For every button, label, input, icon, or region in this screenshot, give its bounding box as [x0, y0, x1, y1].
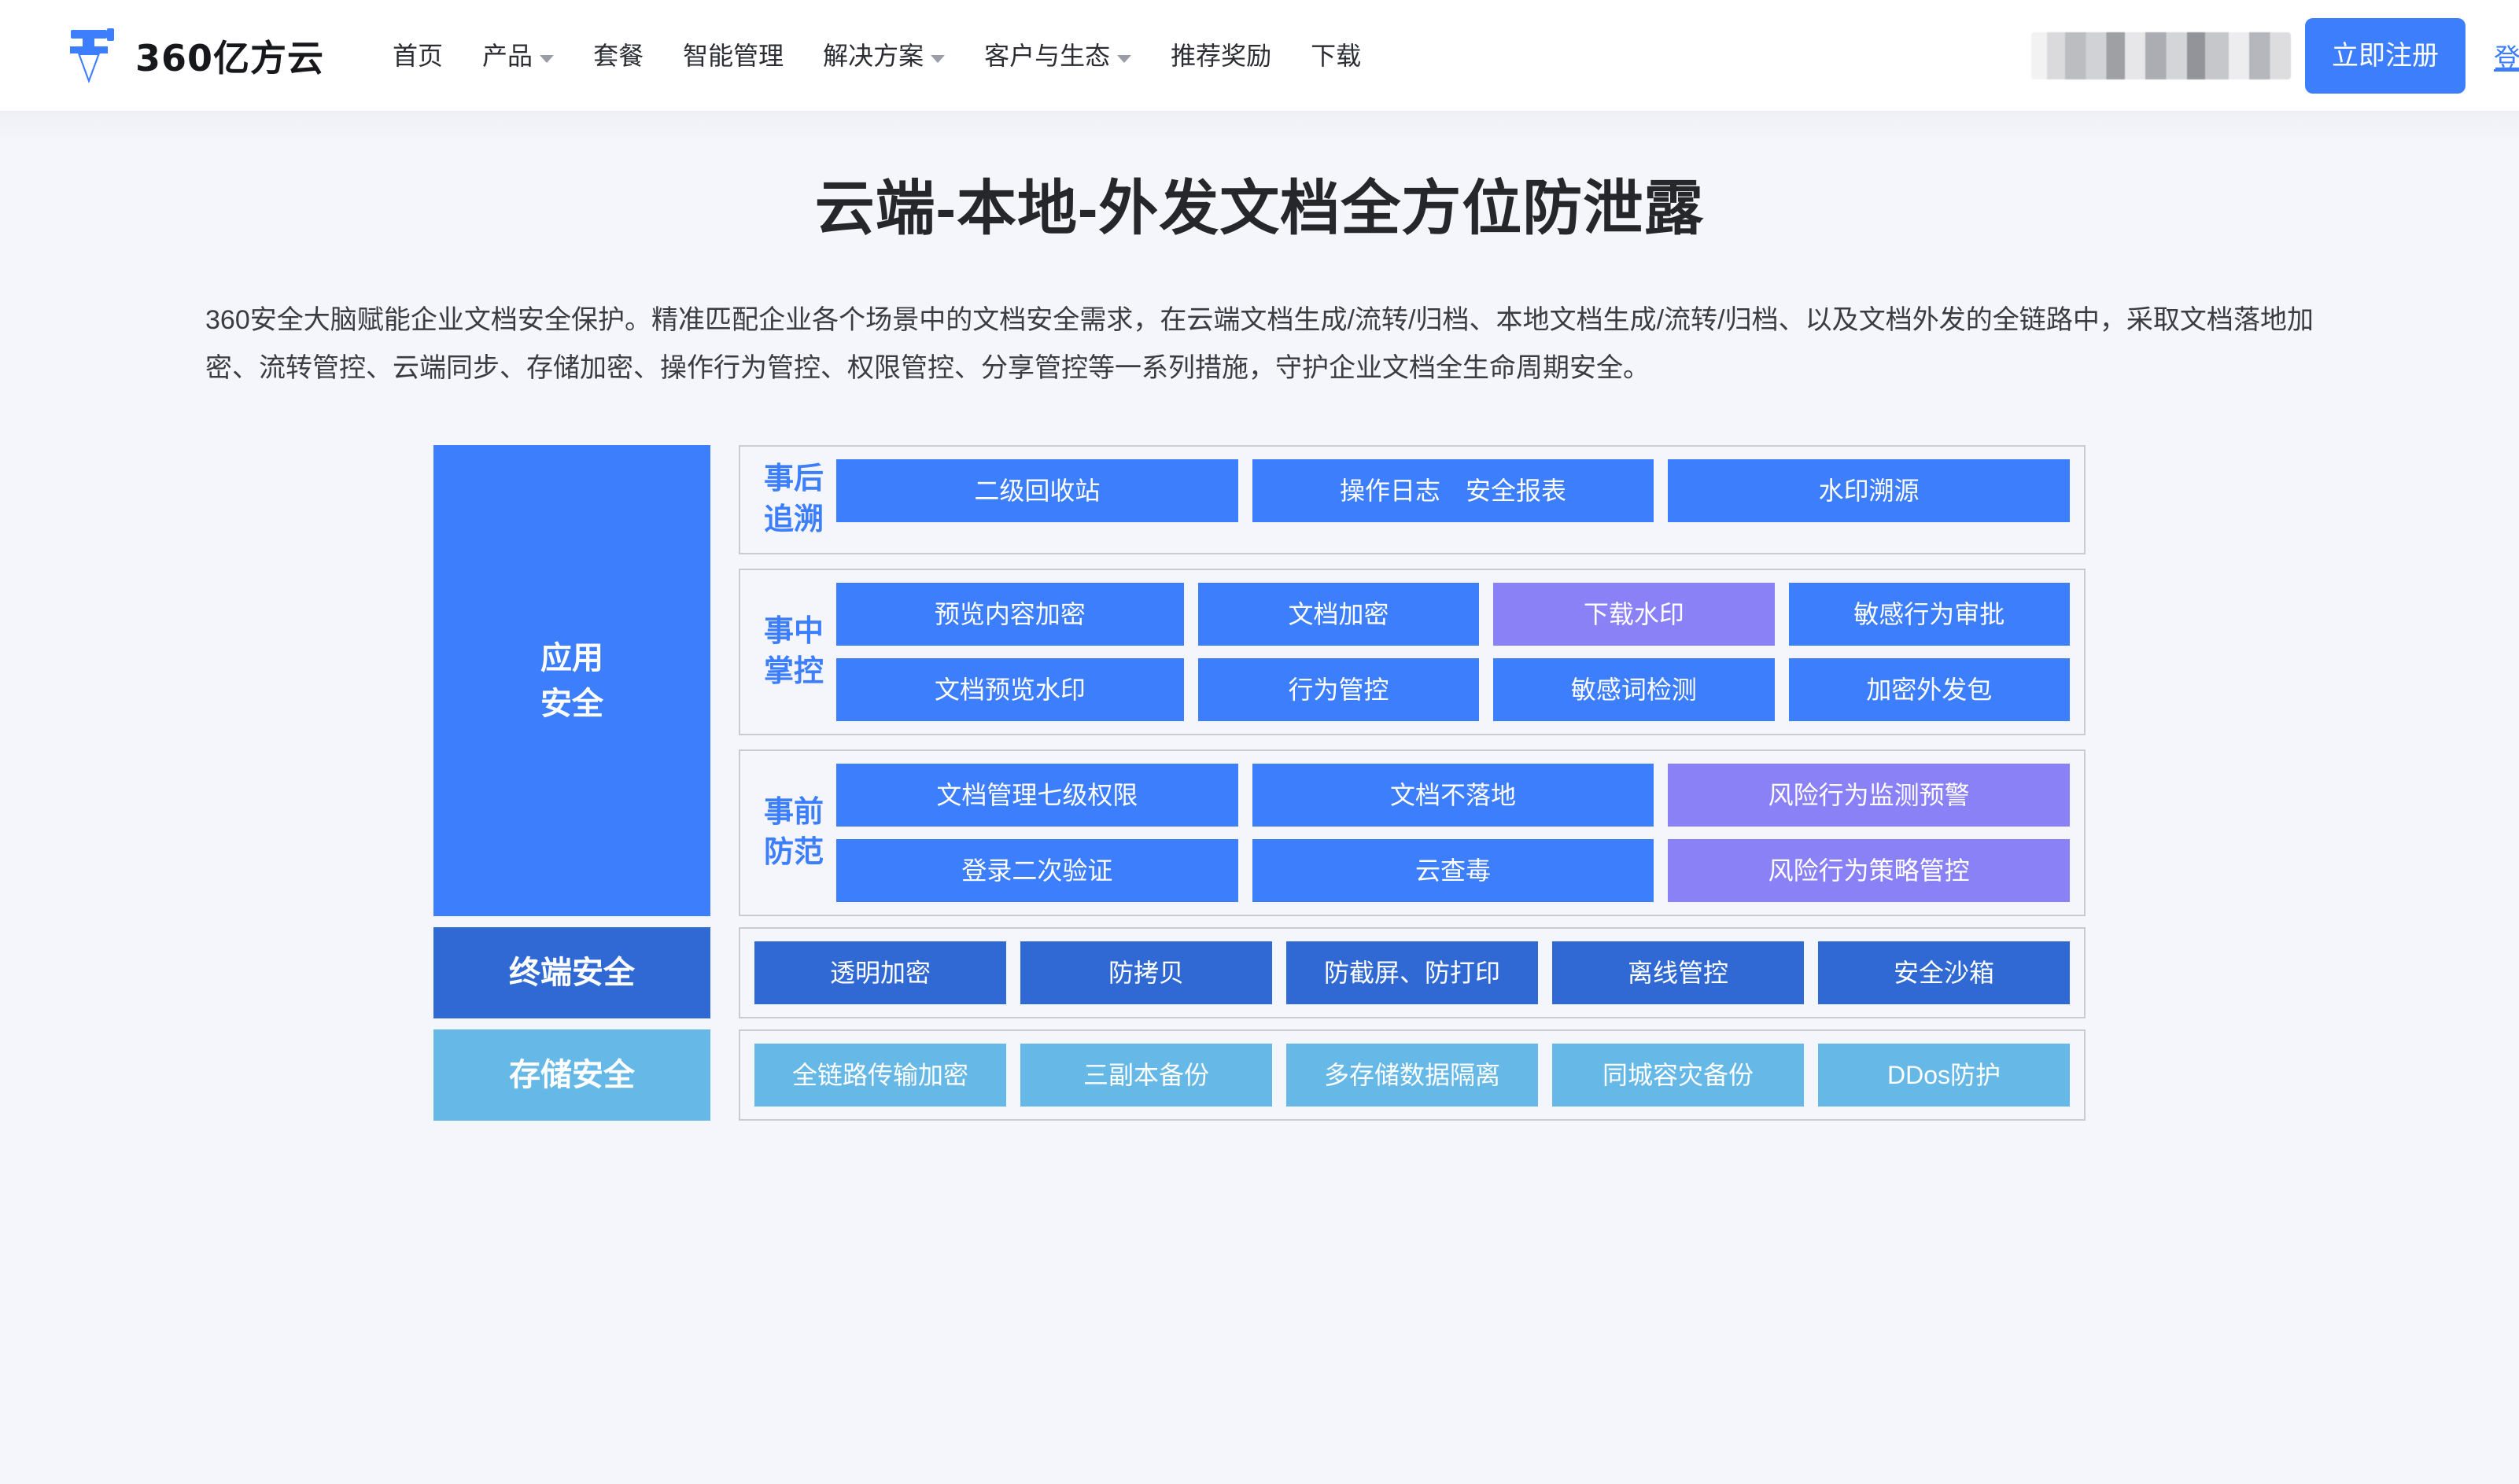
nav-item-label: 推荐奖励 [1171, 41, 1272, 70]
group-title-line: 事前 [764, 795, 824, 829]
chip-row: 文档预览水印 行为管控 敏感词检测 加密外发包 [836, 657, 2070, 721]
site-header: 360亿方云 首页 产品 套餐 智能管理 解决方案 客户与生态 推荐奖励 下载 [0, 0, 2519, 112]
page-title: 云端-本地-外发文档全方位防泄露 [814, 175, 1705, 242]
chip-transparent-encryption[interactable]: 透明加密 [754, 941, 1006, 1004]
chip-row: 全链路传输加密 三副本备份 多存储数据隔离 同城容灾备份 DDos防护 [754, 1043, 2070, 1107]
nav-item-label: 智能管理 [683, 41, 784, 70]
chip-row: 透明加密 防拷贝 防截屏、防打印 离线管控 安全沙箱 [754, 941, 2070, 1004]
chip-multi-storage-data-isolation[interactable]: 多存储数据隔离 [1286, 1043, 1538, 1107]
chip-row: 二级回收站 操作日志 安全报表 水印溯源 [836, 459, 2071, 523]
brand-name: 360亿方云 [135, 36, 325, 79]
group-title-line: 掌控 [764, 654, 824, 688]
chip-anti-copy[interactable]: 防拷贝 [1020, 941, 1272, 1004]
layer-storage-security: 存储安全 全链路传输加密 三副本备份 多存储数据隔离 同城容灾备份 DDos防护 [433, 1029, 2086, 1121]
group-in-process-control: 事中 掌控 预览内容加密 文档加密 下载水印 敏感行为审批 文档预览水印 [739, 568, 2086, 735]
nav-item-label: 套餐 [593, 41, 644, 70]
chevron-down-icon [540, 54, 555, 63]
layer-body-terminal-security: 透明加密 防拷贝 防截屏、防打印 离线管控 安全沙箱 [739, 926, 2086, 1018]
chip-download-watermark[interactable]: 下载水印 [1493, 582, 1775, 646]
nav-item-label: 首页 [393, 41, 444, 70]
group-title-line: 防范 [764, 835, 824, 869]
group-title-line: 事中 [764, 614, 824, 648]
layer-body-application-security: 事后 追溯 二级回收站 操作日志 安全报表 水印溯源 [739, 445, 2086, 916]
group-title-line: 事后 [764, 462, 824, 496]
chip-offline-control[interactable]: 离线管控 [1552, 941, 1804, 1004]
chip-three-replica-backup[interactable]: 三副本备份 [1020, 1043, 1272, 1107]
nav-item-label: 产品 [482, 41, 533, 70]
chip-document-preview-watermark[interactable]: 文档预览水印 [836, 657, 1184, 721]
nav-item-products[interactable]: 产品 [463, 43, 574, 68]
nav-item-referral-rewards[interactable]: 推荐奖励 [1151, 43, 1291, 68]
chip-operation-log-security-report[interactable]: 操作日志 安全报表 [1252, 459, 1654, 523]
nav-item-packages[interactable]: 套餐 [574, 43, 663, 68]
layer-label-line: 安全 [540, 686, 603, 721]
group-storage-security: 全链路传输加密 三副本备份 多存储数据隔离 同城容灾备份 DDos防护 [739, 1029, 2086, 1121]
nav-item-smart-management[interactable]: 智能管理 [663, 43, 803, 68]
group-rows: 二级回收站 操作日志 安全报表 水印溯源 [836, 459, 2071, 540]
layer-label-terminal-security: 终端安全 [433, 926, 710, 1018]
chip-sensitive-word-detection[interactable]: 敏感词检测 [1493, 657, 1775, 721]
redacted-account-text [2031, 32, 2291, 79]
page-content: 云端-本地-外发文档全方位防泄露 360安全大脑赋能企业文档安全保护。精准匹配企… [0, 112, 2519, 1484]
chip-cloud-antivirus[interactable]: 云查毒 [1252, 838, 1654, 902]
main-nav: 首页 产品 套餐 智能管理 解决方案 客户与生态 推荐奖励 下载 [373, 43, 1381, 68]
chip-security-sandbox[interactable]: 安全沙箱 [1818, 941, 2070, 1004]
chevron-down-icon [931, 54, 946, 63]
group-title-in-process-control: 事中 掌控 [754, 583, 836, 721]
nav-item-home[interactable]: 首页 [373, 43, 463, 68]
chip-ddos-protection[interactable]: DDos防护 [1818, 1043, 2070, 1107]
chip-row: 预览内容加密 文档加密 下载水印 敏感行为审批 [836, 582, 2070, 646]
group-pre-incident-prevention: 事前 防范 文档管理七级权限 文档不落地 风险行为监测预警 登录二次验证 云查毒 [739, 749, 2086, 916]
chip-row: 登录二次验证 云查毒 风险行为策略管控 [836, 838, 2071, 902]
chip-same-city-disaster-backup[interactable]: 同城容灾备份 [1552, 1043, 1804, 1107]
chip-risk-behavior-policy-control[interactable]: 风险行为策略管控 [1668, 838, 2071, 902]
layer-label-storage-security: 存储安全 [433, 1029, 710, 1121]
group-rows: 预览内容加密 文档加密 下载水印 敏感行为审批 文档预览水印 行为管控 敏感词检… [836, 582, 2070, 721]
group-rows: 文档管理七级权限 文档不落地 风险行为监测预警 登录二次验证 云查毒 风险行为策… [836, 763, 2071, 902]
nav-item-label: 客户与生态 [984, 41, 1111, 70]
group-title-post-incident-traceability: 事后 追溯 [754, 459, 836, 540]
chip-encrypted-outbound-package[interactable]: 加密外发包 [1788, 657, 2070, 721]
group-title-pre-incident-prevention: 事前 防范 [754, 764, 836, 902]
chip-anti-screenshot-anti-print[interactable]: 防截屏、防打印 [1286, 941, 1538, 1004]
group-title-line: 追溯 [764, 503, 824, 536]
register-button[interactable]: 立即注册 [2305, 18, 2466, 94]
chip-behavior-control[interactable]: 行为管控 [1197, 657, 1480, 721]
nav-item-solutions[interactable]: 解决方案 [803, 43, 964, 68]
chip-seven-level-permissions[interactable]: 文档管理七级权限 [836, 763, 1238, 827]
layer-label-line: 应用 [540, 640, 603, 676]
chip-document-encryption[interactable]: 文档加密 [1197, 582, 1480, 646]
layer-label-application-security: 应用 安全 [433, 445, 710, 916]
layer-application-security: 应用 安全 事后 追溯 二级回收站 操 [433, 445, 2086, 916]
nav-item-download[interactable]: 下载 [1291, 43, 1381, 68]
group-terminal-security: 透明加密 防拷贝 防截屏、防打印 离线管控 安全沙箱 [739, 926, 2086, 1018]
nav-item-label: 解决方案 [823, 41, 924, 70]
chip-full-link-transmission-encryption[interactable]: 全链路传输加密 [754, 1043, 1006, 1107]
page-description: 360安全大脑赋能企业文档安全保护。精准匹配企业各个场景中的文档安全需求，在云端… [205, 305, 2314, 383]
layer-body-storage-security: 全链路传输加密 三副本备份 多存储数据隔离 同城容灾备份 DDos防护 [739, 1029, 2086, 1121]
group-post-incident-traceability: 事后 追溯 二级回收站 操作日志 安全报表 水印溯源 [739, 445, 2086, 554]
chevron-down-icon [1117, 54, 1132, 63]
chip-risk-behavior-monitoring-alert[interactable]: 风险行为监测预警 [1668, 763, 2071, 827]
chip-watermark-tracing[interactable]: 水印溯源 [1668, 459, 2071, 523]
nav-item-label: 下载 [1311, 41, 1362, 70]
chip-no-local-document-storage[interactable]: 文档不落地 [1252, 763, 1654, 827]
chip-secondary-recycle-bin[interactable]: 二级回收站 [836, 459, 1238, 523]
header-actions: 立即注册 登录 [2031, 0, 2519, 112]
security-architecture-diagram: 应用 安全 事后 追溯 二级回收站 操 [433, 445, 2086, 1121]
brand-logo-icon [68, 27, 120, 85]
layer-terminal-security: 终端安全 透明加密 防拷贝 防截屏、防打印 离线管控 安全沙箱 [433, 926, 2086, 1018]
brand[interactable]: 360亿方云 [68, 27, 324, 85]
chip-login-two-factor-verification[interactable]: 登录二次验证 [836, 838, 1238, 902]
login-link[interactable]: 登录 [2494, 43, 2519, 74]
group-rows: 全链路传输加密 三副本备份 多存储数据隔离 同城容灾备份 DDos防护 [754, 1043, 2070, 1107]
nav-item-customers-ecosystem[interactable]: 客户与生态 [964, 43, 1151, 68]
chip-preview-content-encryption[interactable]: 预览内容加密 [836, 582, 1184, 646]
group-rows: 透明加密 防拷贝 防截屏、防打印 离线管控 安全沙箱 [754, 941, 2070, 1004]
chip-row: 文档管理七级权限 文档不落地 风险行为监测预警 [836, 763, 2071, 827]
chip-sensitive-behavior-approval[interactable]: 敏感行为审批 [1788, 582, 2070, 646]
